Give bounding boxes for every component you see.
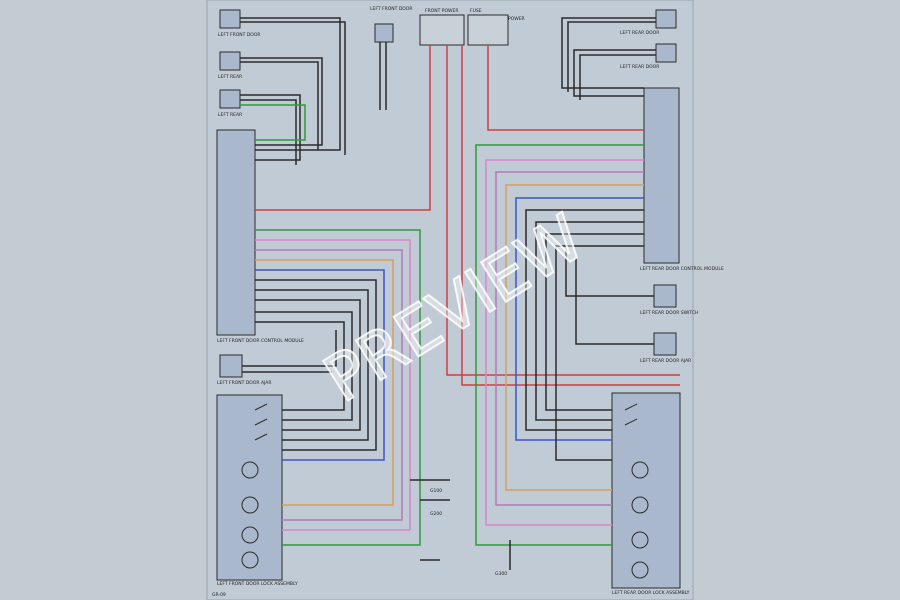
label-left-top-2: LEFT REAR: [218, 74, 242, 80]
label-ground-2: G200: [430, 511, 442, 517]
label-right-module: LEFT REAR DOOR CONTROL MODULE: [640, 266, 724, 272]
label-left-module: LEFT FRONT DOOR CONTROL MODULE: [217, 338, 304, 344]
label-left-top-1: LEFT FRONT DOOR: [218, 32, 261, 38]
component-icon-2: [219, 51, 241, 71]
fuse-box-right: [467, 14, 509, 46]
component-icon-4: [655, 9, 677, 29]
left-lock-switches: [241, 403, 268, 569]
label-ground-3: G300: [495, 571, 507, 577]
label-right-switch-1: LEFT REAR DOOR SWITCH: [640, 310, 698, 316]
label-center-top-3: FUSE: [470, 8, 482, 14]
component-icon-7: [653, 332, 677, 356]
label-left-bottom: LEFT FRONT DOOR LOCK ASSEMBLY: [217, 581, 298, 587]
left-lock-box: [216, 394, 283, 581]
label-left-top-3: LEFT REAR: [218, 112, 242, 118]
label-right-switch-2: LEFT REAR DOOR AJAR: [640, 358, 691, 364]
fuse-box-left: [419, 14, 465, 46]
label-right-top-2: LEFT REAR DOOR: [620, 64, 659, 70]
label-center-top-2: FRONT POWER: [425, 8, 458, 14]
component-icon-1: [219, 9, 241, 29]
label-right-top-1: LEFT REAR DOOR: [620, 30, 659, 36]
right-lock-switches: [624, 403, 649, 579]
right-module-box: [643, 87, 680, 264]
label-center-top-1: LEFT FRONT DOOR: [370, 6, 413, 12]
component-icon-5: [655, 43, 677, 63]
center-component: [374, 23, 394, 43]
label-center-top-4: POWER: [508, 16, 525, 22]
label-right-bottom: LEFT REAR DOOR LOCK ASSEMBLY: [612, 590, 690, 596]
component-icon-8: [219, 354, 243, 378]
label-footer: GR-09: [212, 592, 226, 598]
component-icon-3: [219, 89, 241, 109]
left-module-box: [216, 129, 256, 336]
right-lock-box: [611, 392, 681, 589]
label-left-switch: LEFT FRONT DOOR AJAR: [217, 380, 271, 386]
wires: [240, 17, 680, 570]
label-ground-1: G100: [430, 488, 442, 494]
component-icon-6: [653, 284, 677, 308]
